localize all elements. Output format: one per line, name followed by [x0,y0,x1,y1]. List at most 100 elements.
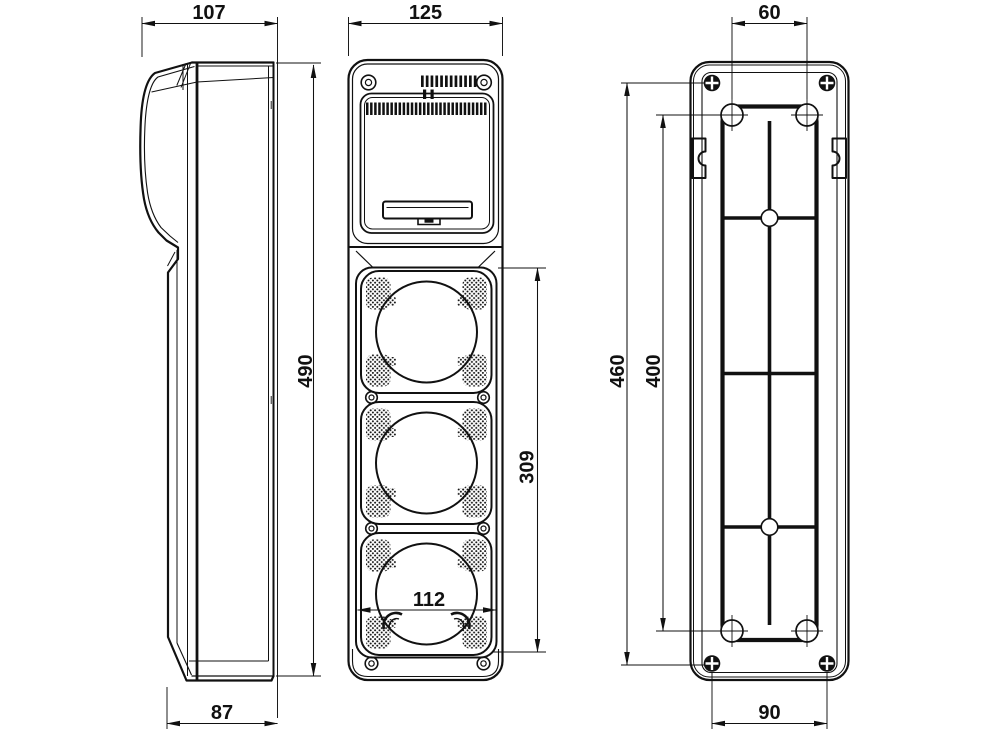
back-side-clip-left [691,137,707,179]
vent-slot [435,102,438,115]
dim-text-front-width: 125 [409,2,442,24]
back-mounting-holes [716,99,823,647]
vent-slot [459,75,463,87]
front-view [347,58,504,682]
front-bottom-screw-left [364,656,379,671]
grip-pad [366,616,391,649]
front-bottom-screws [364,656,491,671]
vent-slot [445,75,448,87]
grip-pad [462,616,487,649]
back-corner-screws [703,74,836,672]
vent-slot [449,75,453,87]
front-center-tick-2 [430,89,434,99]
front-outer-shell [347,58,504,682]
vent-slot [421,75,424,87]
side-flap-inner-line [143,65,195,243]
grip-pad-nub [389,488,396,497]
socket-outlet [360,270,493,394]
vent-slot [430,75,434,87]
grip-pad [462,485,487,518]
grip-pad [366,539,391,572]
ext-lines-back-400 [656,114,721,632]
ground-clip-left-inner [388,617,400,629]
vent-slot [382,102,385,115]
back-outer-shell [689,60,850,682]
grip-pad-nub [389,428,396,437]
back-rib-junction-hole-top [760,208,779,228]
back-side-clip-right [831,137,847,179]
socket-divider-screw-right [476,521,491,536]
dim-text-back-screw-spacing: 90 [758,702,780,724]
side-flap-top-inner-slant [151,81,198,93]
dim-text-front-socket-height: 309 [517,450,539,483]
vent-slot [398,102,402,115]
grip-pad [366,354,391,387]
ext-lines-back-460 [621,82,704,666]
corner-screw [818,655,836,672]
socket-outlet [360,401,493,525]
grip-pad [462,277,487,310]
vent-slot [422,102,426,115]
back-mount-frame [720,104,819,643]
vent-slot [427,102,430,115]
socket-divider-screw-right [476,390,491,405]
dim-text-front-socket-width: 112 [413,589,445,611]
back-inner-shell [701,71,838,674]
grip-pad [462,354,487,387]
grip-pad-nub [389,297,396,306]
grip-pad [462,408,487,441]
vent-slot [378,102,381,115]
front-socket-panel [355,266,498,659]
vent-slot [471,102,475,115]
grip-pad-nub [457,559,465,568]
dim-text-back-outer-height: 460 [607,354,629,387]
vent-slot [435,75,439,87]
grip-pad-nub [389,559,396,568]
vent-slot [447,102,450,115]
vent-slot [414,102,418,115]
socket-recess-circle [375,411,478,515]
vent-slot [374,102,377,115]
front-latch-notch [424,218,434,223]
side-flap-and-body-outline [139,61,275,682]
front-top-module-inner [351,63,500,245]
side-flap-lower-slant [167,251,176,267]
vent-slot [410,102,414,115]
ground-clip-right-inner [453,617,465,629]
front-window-outer [359,92,495,234]
grip-pad-nub [389,357,396,366]
side-bevel-inner [176,642,193,676]
ext-lines-back-60 [731,17,808,99]
socket-face [360,401,493,525]
vent-slot [469,75,472,87]
corner-screw [703,74,721,92]
front-screws [360,74,493,91]
vent-slot [454,75,458,87]
side-view [139,61,275,682]
dim-text-side-top-depth: 107 [192,2,225,24]
back-rib-junction-dot [767,371,772,376]
socket-recess-circle [375,542,478,646]
vent-slot [370,102,373,115]
grip-pad [462,539,487,572]
back-view [689,60,850,682]
vent-slot [431,102,434,115]
vent-slot [484,102,487,115]
ground-clip-right [450,611,471,630]
front-latch-tab [417,218,441,226]
socket-face [360,270,493,394]
front-top-screw-left [360,74,377,91]
vent-slot [406,102,410,115]
ground-clip-left [382,611,403,630]
dimensions: 107 490 87 125 309 112 60 460 400 [141,2,828,729]
back-outer-double-line [693,64,846,678]
vent-slots-short [421,75,477,87]
vent-slot [467,102,471,115]
vent-slot [479,102,483,115]
grip-pad [366,408,391,441]
front-neck-slants [355,250,496,269]
vent-slot [463,102,467,115]
vent-slot [439,102,442,115]
